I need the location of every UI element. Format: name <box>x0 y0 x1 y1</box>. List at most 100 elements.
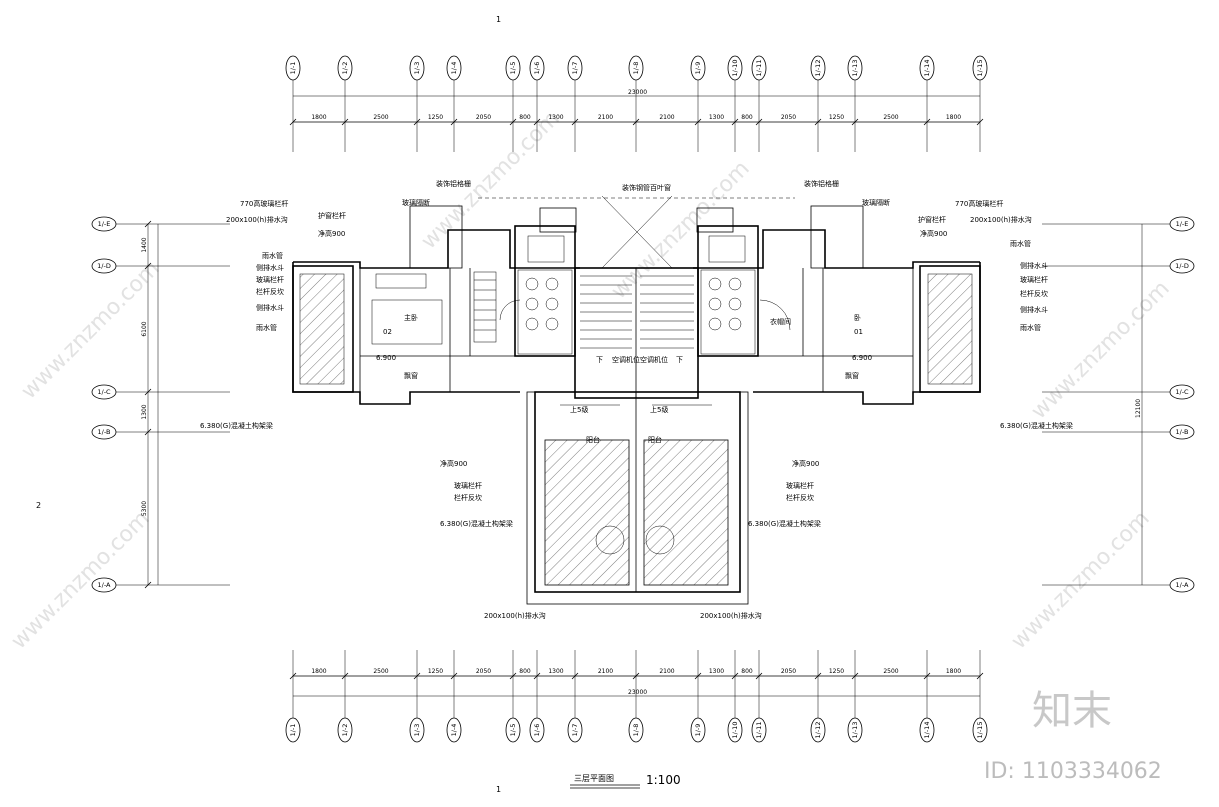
label-down-left: 下 <box>596 356 603 364</box>
axis-label: 1/-10 <box>731 60 739 77</box>
axis-label: 1/-D <box>1175 262 1189 270</box>
axis-bubble: 1/-7 <box>567 717 583 743</box>
label-sill-left-low: 净高900 <box>440 459 467 468</box>
dimension-value: 2050 <box>781 114 796 121</box>
label-down-right: 下 <box>676 356 683 364</box>
dimension-value: 1300 <box>548 114 563 121</box>
watermark-site: www.znzmo.com <box>1027 276 1175 424</box>
label-gutter-right: 200x100(h)排水沟 <box>970 215 1032 224</box>
axis-bubble: 1/-4 <box>446 717 462 743</box>
dimension-value: 800 <box>519 668 531 675</box>
dimension-value: 1800 <box>946 114 961 121</box>
axis-bubble: 1/-9 <box>690 55 706 81</box>
dimension-value: 1250 <box>829 114 844 121</box>
axis-bubble: 1/-E <box>1169 216 1195 232</box>
dimension-value: 800 <box>741 668 753 675</box>
axis-bubble: 1/-15 <box>972 55 988 81</box>
axis-bubble: 1/-14 <box>919 55 935 81</box>
dimension-value: 800 <box>519 114 531 121</box>
axis-bubble: 1/-C <box>91 384 117 400</box>
section-mark-left: 2 <box>36 501 41 510</box>
axis-bubble: 1/-D <box>91 258 117 274</box>
label-slab-left: 6.380(G)混凝土构架梁 <box>200 421 273 430</box>
axis-label: 1/-5 <box>509 62 517 75</box>
axis-label: 1/-6 <box>533 724 541 737</box>
label-slab-mid-right: 6.380(G)混凝土构架梁 <box>748 519 821 528</box>
dimension-value: 2100 <box>659 114 674 121</box>
label-glass-rail-3: 玻璃栏杆 <box>454 481 482 490</box>
axis-label: 1/-2 <box>341 62 349 75</box>
label-stair-a: 上5级 <box>570 405 588 414</box>
stair-treads <box>580 275 694 349</box>
dim-side-total-right: 12100 <box>1135 399 1142 418</box>
axis-label: 1/-7 <box>571 724 579 737</box>
label-fence-left: 770高玻璃栏杆 <box>240 199 288 208</box>
dimension-value: 1800 <box>311 114 326 121</box>
axis-bubble: 1/-8 <box>628 717 644 743</box>
axis-label: 1/-4 <box>450 724 458 737</box>
axis-bubble: 1/-5 <box>505 717 521 743</box>
axis-label: 1/-11 <box>755 60 763 77</box>
label-rail-back-1: 栏杆反坎 <box>256 287 284 296</box>
label-room-left-code: 02 <box>383 328 392 336</box>
axis-bubble: 1/-C <box>1169 384 1195 400</box>
dimension-value: 5300 <box>141 501 148 516</box>
label-rain-pipe-1: 雨水管 <box>262 251 283 260</box>
axis-label: 1/-C <box>97 388 111 396</box>
dim-total-top: 23000 <box>628 89 647 96</box>
label-bottom-gutter-right: 200x100(h)排水沟 <box>700 611 762 620</box>
axis-label: 1/-7 <box>571 62 579 75</box>
axis-label: 1/-12 <box>814 722 822 739</box>
axis-markers-right: 1/-E 1/-D 1/-C 1/-B 1/-A <box>1042 216 1195 593</box>
label-elev-left: 6.900 <box>376 354 396 362</box>
dimension-value: 1400 <box>141 237 148 252</box>
axis-bubble: 1/-1 <box>285 55 301 81</box>
axis-label: 1/-2 <box>341 724 349 737</box>
axis-label: 1/-9 <box>694 62 702 75</box>
axis-label: 1/-11 <box>755 722 763 739</box>
axis-label: 1/-C <box>1175 388 1189 396</box>
axis-bubble: 1/-2 <box>337 55 353 81</box>
dimension-value: 2050 <box>781 668 796 675</box>
axis-bubble: 1/-13 <box>847 55 863 81</box>
axis-label: 1/-12 <box>814 60 822 77</box>
dimension-value: 1250 <box>428 668 443 675</box>
axis-label: 1/-3 <box>413 62 421 75</box>
axis-bubble: 1/-A <box>1169 577 1195 593</box>
dimension-value: 1250 <box>428 114 443 121</box>
label-gutter-left: 200x100(h)排水沟 <box>226 215 288 224</box>
label-air-right: 空调机位 <box>640 355 668 364</box>
label-rail-back-4: 栏杆反坎 <box>786 493 814 502</box>
watermark-site: www.znzmo.com <box>1007 506 1155 654</box>
lower-terrace <box>526 391 749 605</box>
axis-label: 1/-14 <box>923 722 931 739</box>
axis-label: 1/-10 <box>731 722 739 739</box>
label-decor-right: 装饰铝格栅 <box>804 179 839 188</box>
axis-label: 1/-4 <box>450 62 458 75</box>
axis-label: 1/-A <box>1176 581 1190 589</box>
axis-bubble: 1/-B <box>91 424 117 440</box>
axis-bubble: 1/-10 <box>727 55 743 81</box>
axis-bubble: 1/-13 <box>847 717 863 743</box>
watermark-site: www.znzmo.com <box>7 506 155 654</box>
drawing-title-block: 三层平面图 1:100 <box>570 773 681 789</box>
side-balconies <box>300 274 972 384</box>
axis-bubble: 1/-1 <box>285 717 301 743</box>
label-elev-right: 6.900 <box>852 354 872 362</box>
axis-bubble: 1/-11 <box>751 717 767 743</box>
axis-bubble: 1/-6 <box>529 55 545 81</box>
dimension-value: 2500 <box>883 668 898 675</box>
axis-label: 1/-1 <box>289 62 297 75</box>
bathroom-tiles <box>517 235 756 355</box>
label-side-drain-3: 侧排水斗 <box>1020 261 1048 270</box>
label-guard-right: 护窗栏杆 <box>918 215 946 224</box>
axis-label: 1/-13 <box>851 60 859 77</box>
label-bay-right: 阳台 <box>648 435 662 444</box>
label-bottom-gutter-left: 200x100(h)排水沟 <box>484 611 546 620</box>
label-air-left: 空调机位 <box>612 355 640 364</box>
axis-bubble: 1/-B <box>1169 424 1195 440</box>
dimension-value: 2050 <box>476 114 491 121</box>
